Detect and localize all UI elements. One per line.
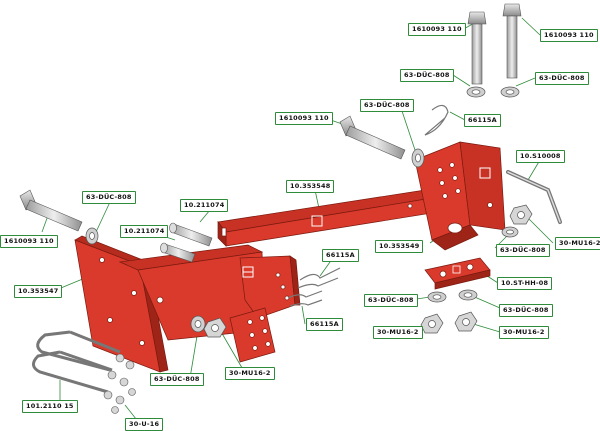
plate-part (424, 257, 491, 290)
main-frame-part (74, 235, 301, 373)
callout-pin-short-upper: 10.211074 (180, 199, 229, 212)
tube-part (217, 189, 433, 247)
nuts (203, 204, 533, 338)
callout-bolt-left: 1610093 110 (0, 235, 58, 248)
callout-clip-mid: 66115A (322, 249, 359, 262)
u-bolt-nuts (103, 353, 136, 414)
callout-bolt-top-right: 1610093 110 (540, 29, 598, 42)
callout-bolt-mid: 1610093 110 (275, 112, 333, 125)
callout-washer-mid: 63-DÜC-808 (360, 99, 414, 112)
callout-clip-top: 66115A (464, 114, 501, 127)
callout-washer-top-left: 63-DÜC-808 (400, 69, 454, 82)
callout-washer-bottom: 63-DÜC-808 (150, 373, 204, 386)
callout-clip-lower: 66115A (306, 318, 343, 331)
callout-tube: 10.353548 (286, 180, 335, 193)
callout-bracket-right: 10.353549 (375, 240, 424, 253)
callout-ubolt: 101.2110 15 (22, 400, 78, 413)
callout-washer-plate-left: 63-DÜC-808 (364, 294, 418, 307)
callout-washer-right-upper: 63-DÜC-808 (496, 244, 550, 257)
callout-washer-top-right: 63-DÜC-808 (535, 72, 589, 85)
washers (85, 86, 520, 333)
callout-nut-right-upper: 30-MU16-2 (555, 237, 600, 250)
callout-pin-bent: 10.S10008 (516, 150, 565, 163)
right-bracket-part (414, 141, 506, 251)
callout-plate: 10.ST-HH-08 (497, 277, 553, 290)
callout-washer-left: 63-DÜC-808 (82, 191, 136, 204)
callout-frame-main: 10.353547 (14, 285, 63, 298)
long-bolts (19, 3, 522, 232)
callout-pin-short-lower: 10.211074 (120, 225, 169, 238)
callout-nut-bottom: 30-MU16-2 (225, 367, 275, 380)
callout-bolt-top-left: 1610093 110 (408, 23, 466, 36)
pins (160, 170, 562, 263)
callout-washer-plate-right: 63-DÜC-808 (499, 304, 553, 317)
callout-nut-plate-right: 30-MU16-2 (499, 326, 549, 339)
callout-nut-plate-left: 30-MU16-2 (373, 326, 423, 339)
u-bolts (32, 330, 121, 394)
spring-clips (287, 104, 449, 307)
callout-ubolt-nuts: 30-U-16 (125, 418, 164, 431)
